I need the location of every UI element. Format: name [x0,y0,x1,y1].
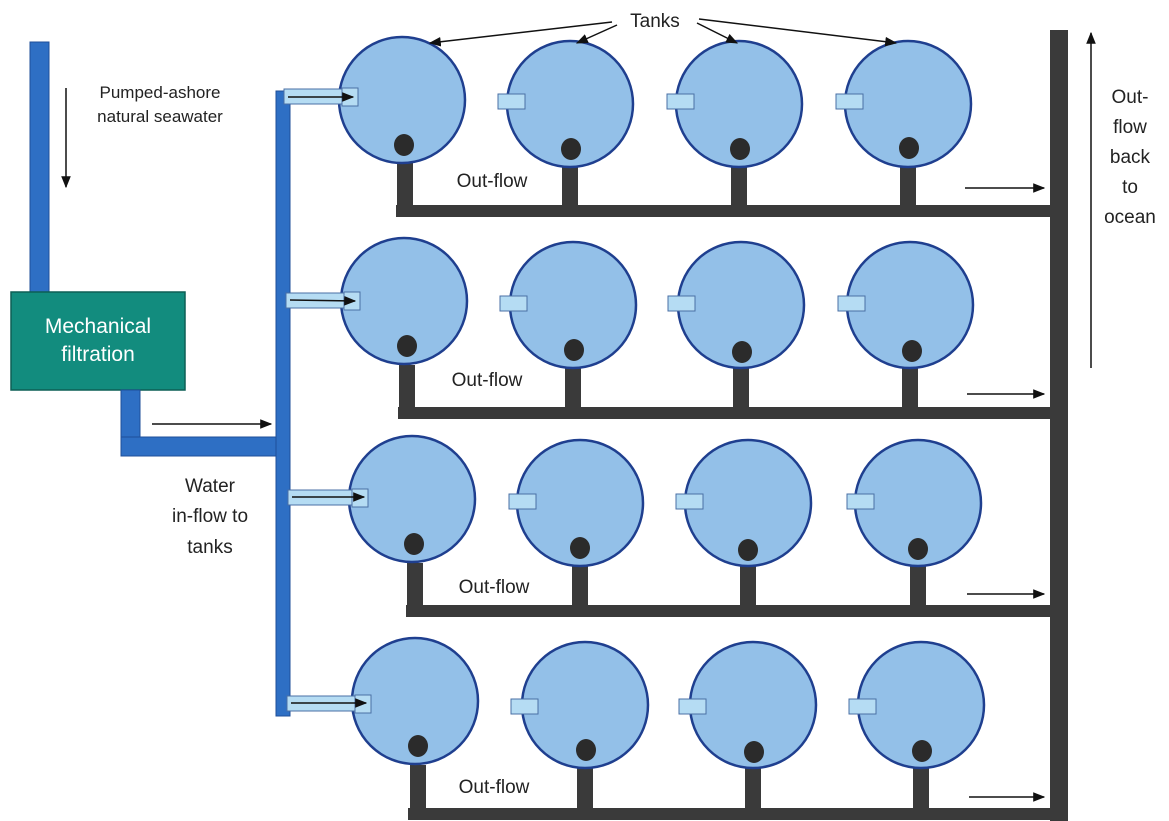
outflow-label-row-4: Out-flow [459,777,530,798]
filtration-label-line1: Mechanical [45,315,151,338]
tanks-group [337,35,986,770]
return-label-line4: to [1122,177,1138,198]
return-label-line2: flow [1113,117,1147,138]
outflow-drain-row-4 [408,808,1054,820]
outflow-drain-row-3 [406,605,1054,617]
tanks-pointer-4 [698,18,898,47]
intake-pipe [29,41,50,295]
return-label-line5: ocean [1104,207,1156,228]
inflow-feed-pipes [283,87,372,714]
tanks-label: Tanks [630,11,680,32]
tanks-pointer-2 [575,24,618,44]
tanks-pointer-1 [428,21,613,47]
outflow-label-row-1: Out-flow [457,171,528,192]
outflow-label-row-3: Out-flow [459,577,530,598]
inflow-label-line1: Water [185,476,236,497]
outflow-label-row-2: Out-flow [452,370,523,391]
tank-drain-holes [394,134,932,763]
flow-arrows [61,18,1096,802]
outflow-drain-row-1 [396,205,1054,217]
tank-drain-stems [397,162,929,811]
outflow-return-pipe [1050,30,1068,821]
outflow-drain-row-2 [398,407,1054,419]
inflow-label-line3: tanks [187,537,232,558]
filtration-label-line2: filtration [61,343,135,366]
return-label-line3: back [1110,147,1151,168]
return-label-line1: Out- [1112,87,1149,108]
mechanical-filtration-box [10,291,186,391]
pumped-ashore-label-line1: Pumped-ashore [100,83,221,102]
inlet-arrow-row-2 [289,296,357,306]
inflow-manifold-pipe [275,90,291,717]
tanks-pointer-3 [696,22,739,44]
pumped-ashore-label-line2: natural seawater [97,107,223,126]
inflow-label-line2: in-flow to [172,506,248,527]
tank-inlet-nozzles [497,93,877,715]
filter-outlet-pipe-horizontal [120,436,290,457]
